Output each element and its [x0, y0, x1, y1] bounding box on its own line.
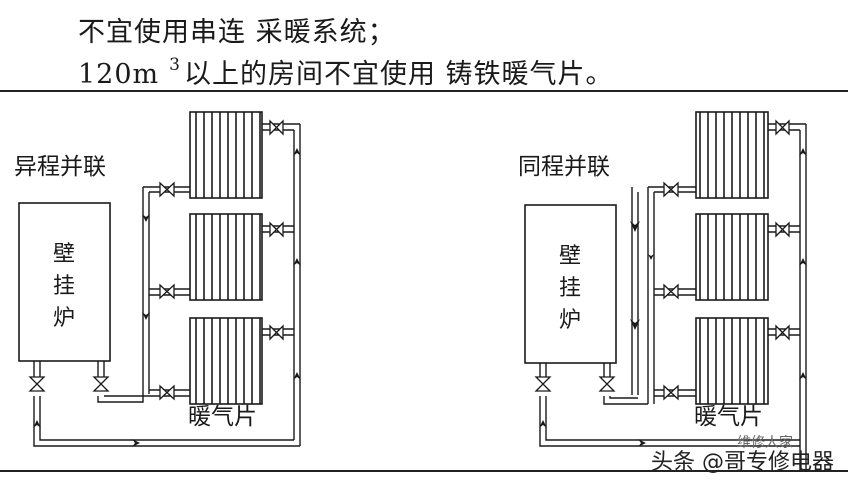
- left-boiler-char-2: 挂: [53, 274, 75, 299]
- left-radiator-3: [189, 317, 263, 405]
- watermark-main: 头条 @哥专修电器: [651, 450, 834, 475]
- left-radiator-2: [189, 213, 263, 301]
- right-radiator-2: [695, 213, 769, 301]
- left-flow-arrows: [33, 148, 301, 447]
- right-flow-arrows: [539, 148, 807, 447]
- right-diagram: 同程并联 壁 挂 炉: [518, 111, 807, 472]
- right-radiator-1: [695, 111, 769, 199]
- right-valves: [534, 119, 790, 401]
- right-boiler: 壁 挂 炉: [524, 204, 617, 364]
- right-boiler-char-3: 炉: [559, 308, 581, 333]
- left-pipes: [33, 123, 301, 447]
- left-diagram: 异程并联 壁 挂 炉: [14, 111, 301, 447]
- left-title: 异程并联: [14, 154, 106, 180]
- top-rule: [0, 90, 848, 92]
- left-boiler-char-3: 炉: [53, 306, 75, 331]
- right-title: 同程并联: [518, 154, 610, 180]
- header-line-2-number: 120m: [78, 59, 160, 90]
- left-radiator-1: [189, 111, 263, 199]
- right-radiator-3: [695, 317, 769, 405]
- header-line-2-text: 以上的房间不宜使用 铸铁暖气片。: [183, 59, 614, 90]
- left-boiler-char-1: 壁: [53, 242, 75, 267]
- right-boiler-char-2: 挂: [559, 276, 581, 301]
- watermark-small: 维修人家: [737, 435, 793, 451]
- header-line-2-superscript: 3: [169, 55, 181, 75]
- left-radiators: [189, 111, 263, 405]
- left-radiator-label: 暖气片: [188, 404, 257, 430]
- right-radiator-label: 暖气片: [694, 404, 763, 430]
- right-radiators: [695, 111, 769, 405]
- right-boiler-char-1: 壁: [559, 244, 581, 269]
- left-boiler: 壁 挂 炉: [18, 202, 111, 362]
- left-valves: [28, 119, 284, 401]
- header-line-1: 不宜使用串连 采暖系统；: [78, 17, 396, 48]
- bottom-rule: [0, 470, 848, 472]
- right-pipes: [539, 123, 807, 472]
